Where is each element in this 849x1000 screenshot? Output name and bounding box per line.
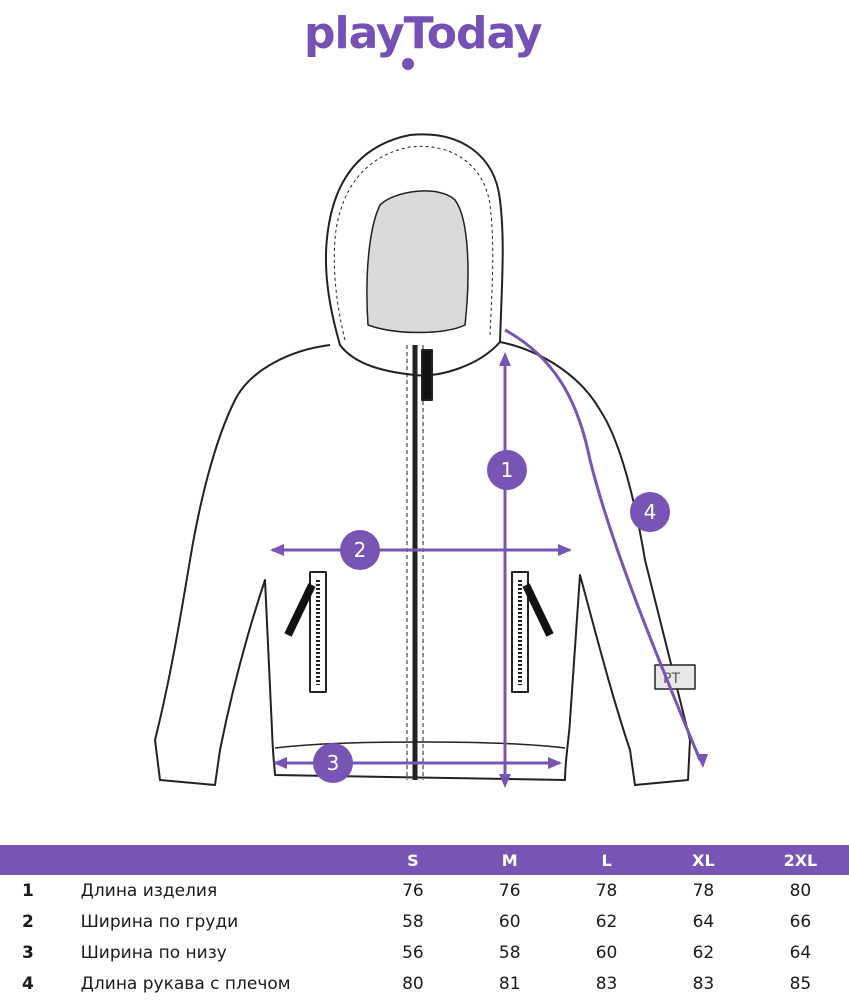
table-cell: 81: [498, 973, 521, 994]
arrow-head: [696, 754, 708, 768]
measurement-name: Длина рукава с плечом: [80, 973, 291, 994]
marker-2: 2: [340, 530, 380, 570]
row-number: 2: [22, 911, 34, 932]
size-table: S M L XL 2XL 1 Длина изделия 76 76 78 78…: [0, 845, 849, 999]
table-cell: 64: [692, 911, 715, 932]
hood-seam: [333, 145, 494, 341]
arrow-head: [558, 544, 572, 556]
marker-4: 4: [630, 492, 670, 532]
brand-logo: playToday: [304, 8, 543, 70]
marker-1: 1: [487, 450, 527, 490]
left-pocket-pull: [284, 583, 316, 637]
row-number: 4: [22, 973, 34, 994]
table-cell: 83: [595, 973, 618, 994]
arrow-head: [548, 757, 562, 769]
measurement-name: Ширина по груди: [80, 911, 239, 932]
table-row: 2 Ширина по груди 58 60 62 64 66: [0, 906, 849, 937]
arrow-head: [273, 757, 287, 769]
svg-text:3: 3: [327, 751, 340, 775]
logo-text: playToday: [304, 8, 542, 59]
size-header-2xl: 2XL: [751, 845, 849, 875]
size-table-header: S M L XL 2XL: [0, 845, 849, 875]
hood-outline: [324, 133, 504, 377]
table-cell: 62: [692, 942, 715, 963]
svg-text:4: 4: [644, 500, 657, 524]
arrow-head: [499, 352, 511, 366]
zipper-pull: [421, 349, 433, 401]
arrow-head: [499, 774, 511, 788]
table-cell: 66: [789, 911, 812, 932]
jacket-diagram: PT 1 2 3 4: [154, 133, 708, 788]
table-cell: 85: [789, 973, 812, 994]
marker-3: 3: [313, 743, 353, 783]
svg-text:2: 2: [354, 538, 367, 562]
size-header-s: S: [364, 845, 462, 875]
hood-inner: [366, 190, 469, 334]
header-empty: [80, 845, 365, 875]
table-cell: 78: [595, 880, 618, 901]
table-cell: 80: [402, 973, 424, 994]
table-row: 4 Длина рукава с плечом 80 81 83 83 85: [0, 968, 849, 999]
table-cell: 76: [498, 880, 521, 901]
table-cell: 62: [595, 911, 618, 932]
table-cell: 78: [692, 880, 715, 901]
header-empty: [0, 845, 81, 875]
table-cell: 80: [789, 880, 812, 901]
svg-text:1: 1: [501, 458, 514, 482]
logo-dot: [402, 58, 414, 70]
table-cell: 64: [789, 942, 812, 963]
row-number: 1: [22, 880, 34, 901]
table-cell: 58: [498, 942, 521, 963]
measure-line-4: [504, 328, 702, 761]
table-cell: 56: [402, 942, 424, 963]
size-header-m: M: [461, 845, 559, 875]
table-cell: 58: [402, 911, 424, 932]
size-header-xl: XL: [654, 845, 752, 875]
right-pocket-pull: [522, 583, 554, 637]
table-row: 1 Длина изделия 76 76 78 78 80: [0, 875, 849, 906]
table-row: 3 Ширина по низу 56 58 60 62 64: [0, 937, 849, 968]
table-cell: 76: [402, 880, 424, 901]
size-header-l: L: [558, 845, 655, 875]
arrow-head: [270, 544, 284, 556]
table-cell: 60: [595, 942, 618, 963]
measurement-name: Ширина по низу: [80, 942, 227, 963]
table-cell: 83: [692, 973, 715, 994]
measurement-name: Длина изделия: [80, 880, 218, 901]
row-number: 3: [22, 942, 34, 963]
hem-band: [274, 741, 566, 749]
table-cell: 60: [498, 911, 521, 932]
